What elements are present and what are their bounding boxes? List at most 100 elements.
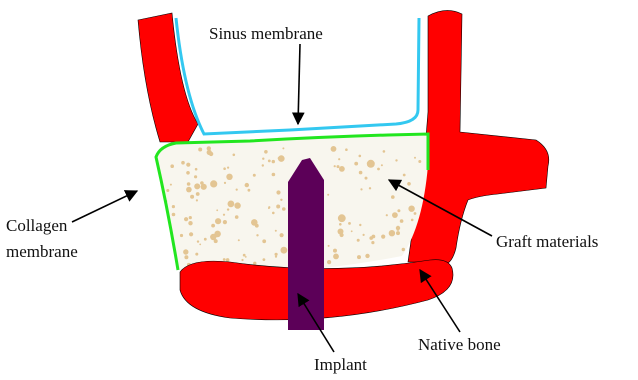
graft-particle bbox=[210, 234, 216, 240]
graft-particle bbox=[351, 230, 353, 232]
graft-particle bbox=[196, 192, 200, 196]
graft-particle bbox=[359, 224, 361, 226]
graft-particle bbox=[216, 209, 218, 211]
graft-particle bbox=[331, 146, 337, 152]
graft-particle bbox=[402, 248, 405, 251]
graft-particle bbox=[365, 177, 368, 180]
graft-particle bbox=[280, 199, 282, 201]
label-implant: Implant bbox=[314, 355, 367, 374]
graft-particle bbox=[278, 157, 281, 160]
graft-particle bbox=[418, 160, 421, 163]
arrow-sinus-membrane bbox=[298, 44, 300, 124]
graft-particle bbox=[359, 171, 363, 175]
graft-particle bbox=[359, 155, 362, 158]
graft-particle bbox=[337, 165, 340, 168]
graft-particle bbox=[196, 199, 198, 201]
graft-particle bbox=[339, 166, 345, 172]
graft-particle bbox=[280, 233, 284, 237]
graft-particle bbox=[407, 182, 411, 186]
graft-particle bbox=[275, 230, 277, 232]
graft-particle bbox=[170, 184, 172, 186]
graft-particle bbox=[262, 164, 264, 166]
graft-particle bbox=[333, 254, 339, 260]
graft-particle bbox=[194, 175, 197, 178]
graft-particle bbox=[392, 212, 398, 218]
graft-particle bbox=[235, 215, 239, 219]
graft-particle bbox=[396, 231, 400, 235]
graft-particle bbox=[395, 159, 397, 161]
left-bone-wall bbox=[138, 13, 198, 142]
graft-particle bbox=[334, 165, 336, 167]
graft-particle bbox=[223, 220, 227, 224]
graft-particle bbox=[403, 174, 406, 177]
label-native-bone: Native bone bbox=[418, 335, 501, 354]
graft-particle bbox=[243, 254, 246, 257]
graft-particle bbox=[181, 161, 185, 165]
graft-particle bbox=[211, 224, 215, 228]
graft-particle bbox=[397, 209, 400, 212]
graft-particle bbox=[400, 219, 404, 223]
graft-particle bbox=[238, 239, 240, 241]
graft-particle bbox=[255, 224, 259, 228]
graft-particle bbox=[241, 259, 243, 261]
graft-particle bbox=[236, 205, 238, 207]
graft-particle bbox=[253, 174, 256, 177]
graft-particle bbox=[200, 181, 204, 185]
graft-particle bbox=[397, 228, 400, 231]
graft-particle bbox=[367, 160, 375, 168]
graft-particle bbox=[223, 214, 225, 216]
graft-particle bbox=[215, 218, 221, 224]
graft-particle bbox=[411, 219, 414, 222]
graft-particle bbox=[281, 247, 288, 254]
graft-particle bbox=[338, 229, 344, 235]
graft-particle bbox=[262, 158, 264, 160]
graft-particle bbox=[327, 194, 329, 196]
graft-particle bbox=[207, 146, 211, 150]
graft-particle bbox=[391, 195, 395, 199]
graft-particle bbox=[210, 180, 217, 187]
implant-post bbox=[288, 158, 324, 330]
graft-particle bbox=[170, 164, 174, 168]
graft-particle bbox=[275, 253, 278, 256]
graft-particle bbox=[197, 240, 199, 242]
graft-particle bbox=[275, 256, 277, 258]
graft-particle bbox=[184, 217, 188, 221]
graft-particle bbox=[186, 163, 190, 167]
graft-particle bbox=[187, 182, 191, 186]
graft-particle bbox=[236, 189, 238, 191]
graft-particle bbox=[184, 255, 188, 259]
label-graft-materials: Graft materials bbox=[496, 232, 598, 251]
graft-particle bbox=[172, 205, 175, 208]
graft-particle bbox=[345, 148, 348, 151]
graft-particle bbox=[198, 148, 202, 152]
label-collagen-membrane-line2: membrane bbox=[6, 242, 78, 261]
graft-particle bbox=[180, 234, 183, 237]
graft-particle bbox=[245, 256, 247, 258]
graft-particle bbox=[253, 262, 256, 265]
graft-particle bbox=[256, 234, 258, 236]
graft-particle bbox=[223, 167, 226, 170]
graft-particle bbox=[227, 208, 229, 210]
graft-particle bbox=[226, 258, 230, 262]
graft-particle bbox=[186, 171, 190, 175]
graft-particle bbox=[186, 187, 192, 193]
graft-particle bbox=[357, 255, 361, 259]
graft-particle bbox=[262, 239, 266, 243]
graft-particle bbox=[365, 254, 369, 258]
graft-particle bbox=[228, 201, 235, 208]
graft-particle bbox=[354, 162, 358, 166]
graft-particle bbox=[272, 173, 276, 177]
graft-particle bbox=[166, 189, 169, 192]
graft-particle bbox=[327, 260, 331, 264]
graft-particle bbox=[363, 234, 365, 236]
graft-particle bbox=[264, 150, 268, 154]
graft-particle bbox=[414, 157, 416, 159]
graft-particle bbox=[195, 253, 198, 256]
graft-particle bbox=[383, 150, 386, 153]
arrow-collagen-membrane bbox=[72, 191, 137, 222]
graft-particle bbox=[381, 235, 385, 239]
graft-particle bbox=[414, 212, 417, 215]
graft-particle bbox=[268, 160, 271, 163]
graft-particle bbox=[276, 190, 280, 194]
